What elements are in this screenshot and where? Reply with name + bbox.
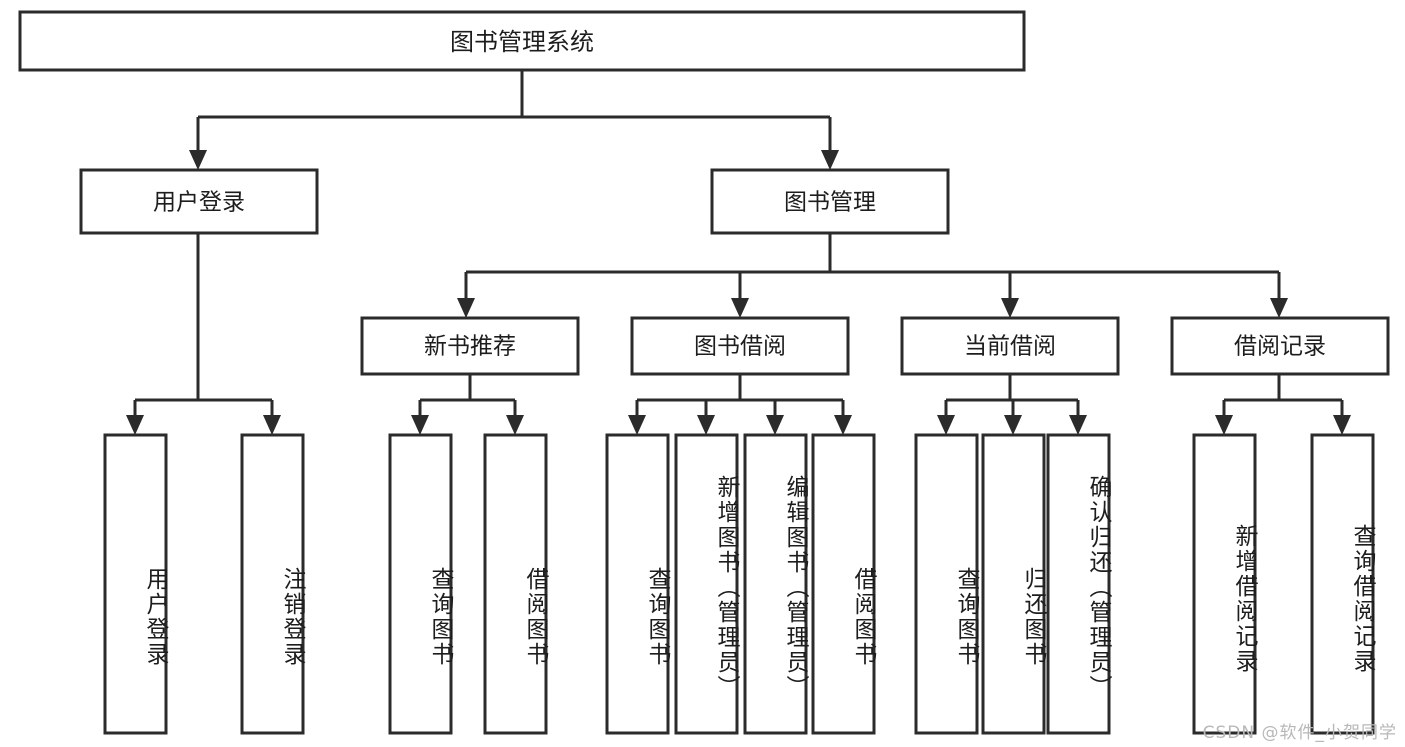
node-leaf-query-book-cur-box[interactable]: [914, 433, 979, 735]
node-leaf-logout-login-box[interactable]: [240, 433, 305, 735]
node-leaf-query-book-rec-label: 查询图书: [427, 566, 453, 667]
arrowhead-book-manage: [821, 150, 839, 170]
connector-borrow-record-to-leaves: [1222, 374, 1344, 417]
node-leaf-add-book-box[interactable]: [674, 433, 739, 735]
connector-group-user-login: [126, 233, 281, 435]
node-leaf-confirm-return-label: 确认归还（管理员）: [1085, 475, 1111, 700]
connector-new-book-recommend-to-leaves: [418, 374, 517, 417]
node-leaf-return-book-box[interactable]: [981, 433, 1046, 735]
arrowhead-leaf-query-book-borrow: [628, 415, 646, 435]
arrowhead-leaf-query-book-cur: [937, 415, 955, 435]
connector-group-current-borrow: [937, 374, 1087, 435]
node-root-title-box[interactable]: [18, 10, 1026, 72]
node-book-manage-label: 图书管理: [784, 190, 876, 216]
node-borrow-record-label: 借阅记录: [1234, 334, 1326, 360]
connector-book-manage-to-level3: [464, 233, 1281, 300]
connector-group-book-borrow: [628, 374, 852, 435]
connector-root-to-level2: [196, 70, 832, 152]
arrowhead-leaf-add-book: [697, 415, 715, 435]
arrowhead-leaf-query-record: [1333, 415, 1351, 435]
node-book-manage-box[interactable]: [710, 168, 950, 235]
arrowhead-book-borrow: [731, 298, 749, 318]
arrowhead-borrow-record: [1270, 298, 1288, 318]
connector-user-login-to-leaves: [133, 233, 274, 417]
connector-group-root: [189, 70, 839, 170]
node-user-login-box[interactable]: [79, 168, 319, 235]
node-book-manage[interactable]: 图书管理: [710, 168, 950, 235]
node-leaf-borrow-book-label: 借阅图书: [850, 566, 876, 667]
arrowhead-new-book-recommend: [457, 298, 475, 318]
arrowhead-leaf-logout-login: [263, 415, 281, 435]
node-book-borrow-box[interactable]: [630, 316, 850, 376]
node-leaf-borrow-book-rec-label: 借阅图书: [522, 566, 548, 667]
node-leaf-confirm-return-box[interactable]: [1046, 433, 1111, 735]
node-user-login-label: 用户登录: [153, 190, 245, 216]
node-leaf-query-record-label: 查询借阅记录: [1349, 524, 1375, 674]
node-leaf-user-login-box[interactable]: [103, 433, 168, 735]
node-leaf-borrow-book-rec-box[interactable]: [483, 433, 548, 735]
node-leaf-edit-book-box[interactable]: [743, 433, 808, 735]
arrowhead-current-borrow: [1001, 298, 1019, 318]
node-book-borrow-label: 图书借阅: [694, 334, 786, 360]
node-current-borrow[interactable]: 当前借阅: [900, 316, 1120, 376]
node-leaf-add-record-label: 新增借阅记录: [1231, 524, 1257, 674]
arrowhead-leaf-edit-book: [766, 415, 784, 435]
node-leaf-borrow-book-box[interactable]: [811, 433, 876, 735]
node-new-book-recommend[interactable]: 新书推荐: [360, 316, 580, 376]
node-user-login[interactable]: 用户登录: [79, 168, 319, 235]
connector-group-borrow-record: [1215, 374, 1351, 435]
node-leaf-add-record-box[interactable]: [1192, 433, 1257, 735]
arrowhead-leaf-borrow-book-rec: [506, 415, 524, 435]
node-leaf-query-book-borrow-box[interactable]: [605, 433, 670, 735]
node-current-borrow-label: 当前借阅: [964, 334, 1056, 360]
arrowhead-leaf-add-record: [1215, 415, 1233, 435]
node-root-title[interactable]: 图书管理系统: [18, 10, 1026, 72]
arrowhead-leaf-user-login: [126, 415, 144, 435]
node-leaf-query-book-cur-label: 查询图书: [953, 566, 979, 667]
node-new-book-recommend-box[interactable]: [360, 316, 580, 376]
node-leaf-user-login-label: 用户登录: [142, 566, 168, 667]
node-leaf-query-book-borrow-label: 查询图书: [644, 566, 670, 667]
connector-current-borrow-to-leaves: [944, 374, 1080, 417]
node-leaf-logout-login-label: 注销登录: [279, 566, 305, 667]
arrowhead-leaf-confirm-return: [1069, 415, 1087, 435]
csdn-watermark: CSDN @软件_小贺同学: [1202, 723, 1397, 743]
node-book-borrow[interactable]: 图书借阅: [630, 316, 850, 376]
arrowhead-leaf-borrow-book: [834, 415, 852, 435]
node-current-borrow-box[interactable]: [900, 316, 1120, 376]
node-borrow-record-box[interactable]: [1170, 316, 1390, 376]
arrowhead-leaf-return-book: [1004, 415, 1022, 435]
node-root-title-label: 图书管理系统: [450, 28, 594, 56]
node-new-book-recommend-label: 新书推荐: [424, 334, 516, 360]
node-borrow-record[interactable]: 借阅记录: [1170, 316, 1390, 376]
arrowhead-leaf-query-book-rec: [411, 415, 429, 435]
connector-group-book-manage: [457, 233, 1288, 318]
node-leaf-edit-book-label: 编辑图书（管理员）: [782, 475, 808, 700]
node-leaf-return-book-label: 归还图书: [1020, 566, 1046, 667]
connector-book-borrow-to-leaves: [635, 374, 845, 417]
connector-group-new-book-recommend: [411, 374, 524, 435]
node-leaf-query-record-box[interactable]: [1310, 433, 1375, 735]
node-leaf-query-book-rec-box[interactable]: [388, 433, 453, 735]
arrowhead-user-login: [189, 150, 207, 170]
node-leaf-add-book-label: 新增图书（管理员）: [713, 475, 739, 700]
